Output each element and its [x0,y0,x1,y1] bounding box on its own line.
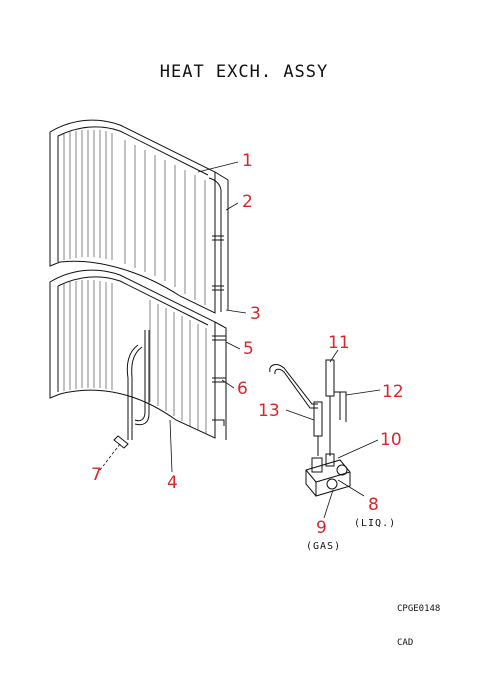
callout-6: 6 [237,379,248,399]
callout-4: 4 [167,473,178,493]
piping-assembly [269,359,347,456]
cad-label: CAD [397,638,414,648]
drawing-code: CPGE0148 [397,604,441,614]
callout-12: 12 [382,382,404,402]
valve-block [305,453,351,497]
capillary-tube [113,330,150,449]
callout-1: 1 [242,151,253,171]
callout-numbers: 1 2 3 4 5 6 7 8 9 10 11 12 13 [91,151,404,538]
callout-9: 9 [316,518,327,538]
callout-5: 5 [243,339,254,359]
liq-label: (LIQ.) [354,518,396,529]
callout-11: 11 [328,333,350,353]
callout-7: 7 [91,465,102,485]
upper-coil [49,119,229,314]
callout-2: 2 [242,192,253,212]
gas-label: (GAS) [306,541,341,552]
leader-lines [99,161,381,519]
lower-coil [49,269,227,440]
diagram-title: HEAT EXCH. ASSY [159,62,329,82]
callout-13: 13 [258,401,280,421]
callout-3: 3 [250,304,261,324]
callout-8: 8 [368,495,379,515]
callout-10: 10 [380,430,402,450]
